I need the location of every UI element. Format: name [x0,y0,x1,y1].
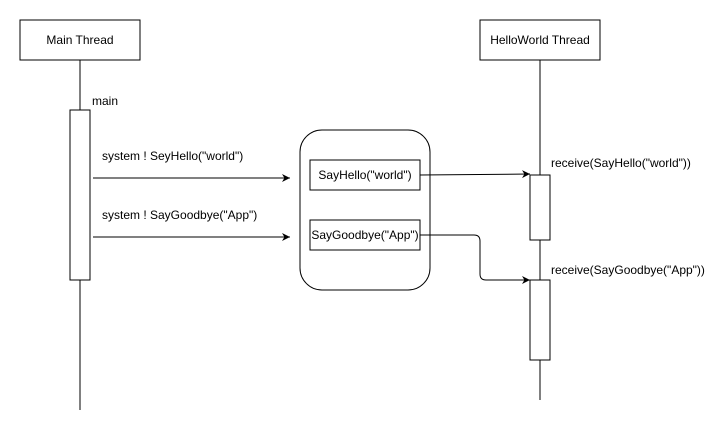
call-message-1: system ! SeyHello("world") [102,149,243,163]
main-activation-bar[interactable] [69,109,91,281]
helloworld-thread-participant-box[interactable] [479,19,601,61]
queued-message-1: SayHello("world") [318,168,411,182]
main-activation-label: main [92,94,118,108]
receive-arrow-2 [420,234,530,284]
receive-arrow-1 [419,170,531,179]
call-message-2: system ! SayGoodbye("App") [102,208,257,222]
mailbox-container[interactable] [299,129,431,291]
queued-message-box-1[interactable] [309,159,421,191]
main-thread-participant-box[interactable] [19,19,141,61]
queued-message-2: SayGoodbye("App") [311,228,418,242]
helloworld-activation-bar-1[interactable] [529,174,551,241]
helloworld-thread-label: HelloWorld Thread [490,33,590,47]
queued-message-box-2[interactable] [309,219,421,251]
main-thread-label: Main Thread [46,33,113,47]
receive-message-2: receive(SayGoodbye("App")) [551,263,705,277]
receive-message-1: receive(SayHello("world")) [551,156,691,170]
helloworld-activation-bar-2[interactable] [529,279,551,361]
